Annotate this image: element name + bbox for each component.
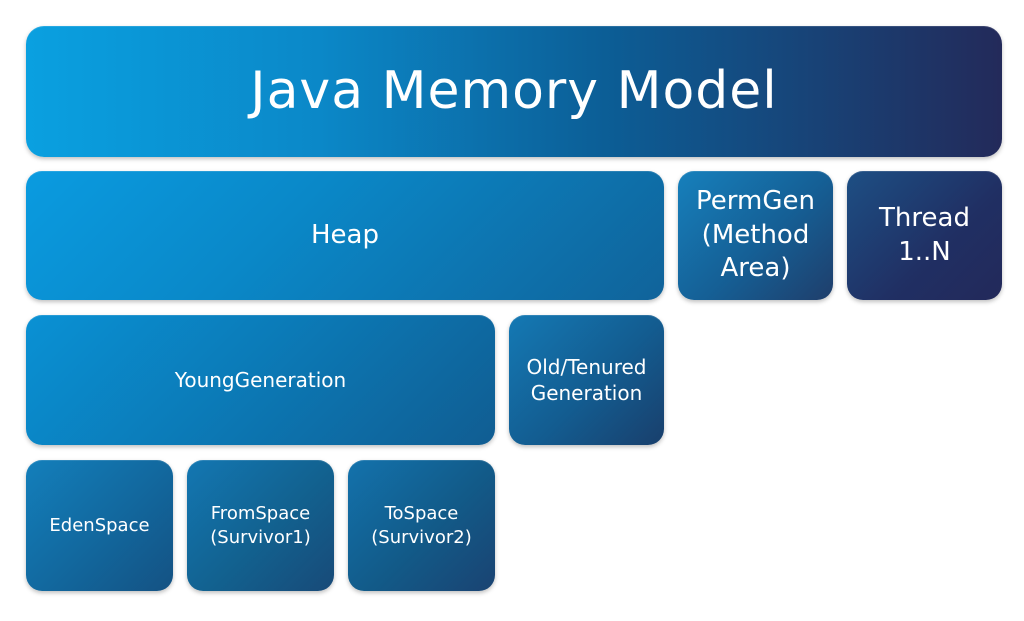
heap-box: Heap — [26, 171, 664, 300]
old-generation-box: Old/Tenured Generation — [509, 315, 664, 445]
thread-box: Thread 1..N — [847, 171, 1002, 300]
from-space-box: FromSpace (Survivor1) — [187, 460, 334, 591]
eden-space-box: EdenSpace — [26, 460, 173, 591]
to-space-box: ToSpace (Survivor2) — [348, 460, 495, 591]
young-generation-box: YoungGeneration — [26, 315, 495, 445]
permgen-box: PermGen (Method Area) — [678, 171, 833, 300]
diagram-title: Java Memory Model — [26, 26, 1002, 157]
